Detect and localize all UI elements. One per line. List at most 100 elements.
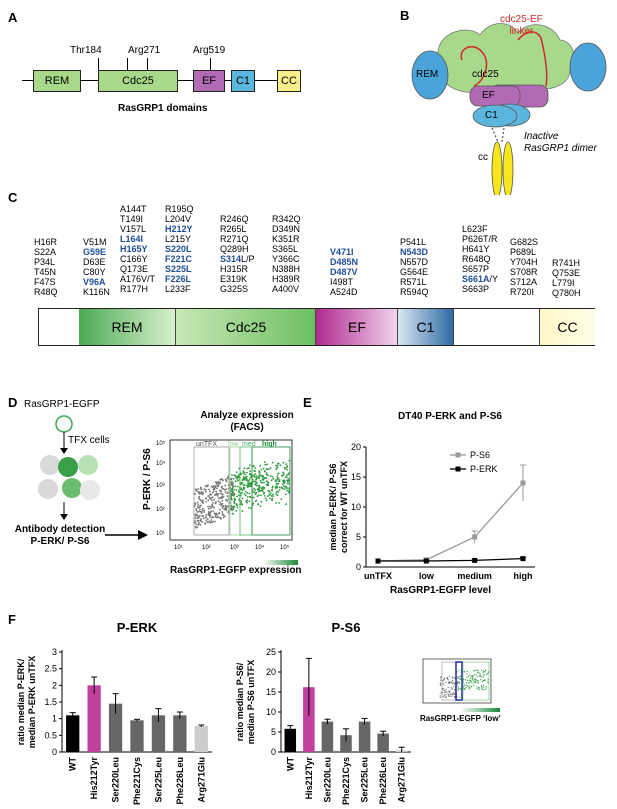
facs-dot [265, 468, 268, 470]
chart-e-ytick-label: 5 [356, 532, 361, 542]
facs-dot [275, 485, 278, 488]
chart-e-ylabel: median P-ERK/ P-S6 [328, 463, 338, 550]
bar-domain-ef: EF [315, 309, 398, 345]
chart-e-xlabel: RasGRP1-EGFP level [390, 585, 491, 596]
mutation-label: A400V [272, 284, 300, 294]
facs-dot [240, 481, 243, 484]
domain-c1: C1 [231, 70, 255, 92]
inset-dot [470, 681, 472, 683]
inset-dot [477, 669, 479, 671]
inset-dot [481, 676, 483, 678]
chart-f-ps6-ytick-label: 25 [266, 647, 276, 657]
facs-dot [276, 494, 279, 497]
facs-dot [221, 507, 224, 510]
site-tick-thr184 [98, 58, 99, 80]
chart-f-perk-xtick-label: His212Tyr [89, 757, 99, 800]
facs-dot [246, 496, 249, 498]
panel-label-e: E [303, 395, 312, 410]
chart-f-perk-bar [108, 703, 123, 752]
mutation-label: Q173E [120, 264, 149, 274]
facs-dot [244, 473, 246, 476]
facs-dot [247, 484, 249, 487]
facs-dot [207, 505, 209, 508]
inset-dot [463, 679, 465, 681]
panel-label-d: D [8, 395, 18, 410]
site-tick-thr184-top [127, 58, 128, 70]
facs-dot [210, 485, 213, 488]
inset-dot [470, 677, 472, 679]
mutation-label: Y366C [272, 254, 300, 264]
facs-dot [233, 501, 235, 503]
facs-dot [253, 491, 256, 493]
facs-dot [233, 497, 236, 500]
facs-dot [202, 502, 205, 504]
mutation-label: N388H [272, 264, 301, 274]
facs-dot [219, 497, 222, 499]
panel-a-domain-diagram: Thr184 Arg271 Arg519 REM Cdc25 EF C1 CC … [0, 0, 320, 140]
chart-f-ps6-ytick-label: 15 [266, 687, 276, 697]
facs-dot [233, 493, 236, 495]
facs-dot [197, 506, 200, 509]
facs-dot [254, 493, 257, 496]
expression-gradient [262, 560, 298, 565]
inset-dot [444, 694, 446, 696]
cc-label: cc [478, 152, 488, 163]
facs-dot [254, 480, 257, 483]
chart-e-legend-label: P-S6 [470, 450, 490, 460]
chart-f-ps6-xtick-label: WT [285, 757, 295, 771]
facs-dot [233, 505, 235, 508]
inset-dot [451, 688, 453, 690]
chart-f-perk-xtick-label: Ser220Leu [111, 757, 121, 803]
domain-cc: CC [277, 70, 301, 92]
facs-dot [208, 507, 210, 510]
facs-dot [280, 498, 283, 500]
facs-dot [277, 472, 279, 475]
facs-dot [265, 472, 268, 474]
facs-dot [262, 467, 265, 470]
facs-dot [209, 505, 211, 508]
mutation-label: R594Q [400, 287, 429, 297]
chart-e-ytick-label: 10 [351, 502, 361, 512]
inset-dot [468, 679, 470, 681]
facs-dot [236, 506, 239, 509]
facs-dot [271, 488, 273, 491]
facs-dot [250, 474, 252, 476]
facs-dot [203, 488, 206, 491]
facs-dot [214, 481, 217, 484]
mutation-label: L233F [165, 284, 191, 294]
chart-f-ps6-bar [340, 735, 352, 752]
facs-dot [236, 478, 238, 480]
inset-dot [456, 685, 458, 687]
facs-dot [258, 487, 261, 490]
facs-dot [248, 464, 251, 466]
facs-dot [201, 507, 204, 510]
facs-dot [275, 493, 278, 496]
facs-dot [234, 480, 237, 483]
facs-dot [232, 477, 235, 480]
facs-dot [287, 478, 290, 480]
facs-dot [215, 490, 218, 493]
facs-dot [208, 511, 211, 514]
inset-dot [439, 684, 442, 686]
inset-dot [468, 686, 470, 689]
facs-dot [200, 520, 202, 522]
facs-dot [265, 477, 268, 479]
facs-plot: unTFX low med high 10¹ 10² 10³ 10⁴ 10⁵ 1… [156, 439, 293, 551]
facs-dot [225, 488, 228, 490]
detection-label: Antibody detection P-ERK/ P-S6 [14, 524, 106, 547]
mutation-label: P541L [400, 237, 427, 247]
facs-dot [260, 481, 263, 484]
facs-dot [200, 512, 203, 514]
facs-dot [249, 472, 252, 475]
mutation-label: S661A/Y [462, 274, 499, 284]
facs-dot [242, 488, 245, 490]
mutation-label: S22A [34, 247, 57, 257]
mutation-label: V157L [120, 224, 147, 234]
facs-dot [246, 486, 249, 489]
facs-dot [246, 492, 249, 494]
facs-dot [207, 513, 210, 516]
facs-dot [236, 495, 238, 498]
facs-dot [286, 489, 289, 492]
inset-dot [465, 686, 467, 689]
mutation-label: L204V [165, 214, 192, 224]
